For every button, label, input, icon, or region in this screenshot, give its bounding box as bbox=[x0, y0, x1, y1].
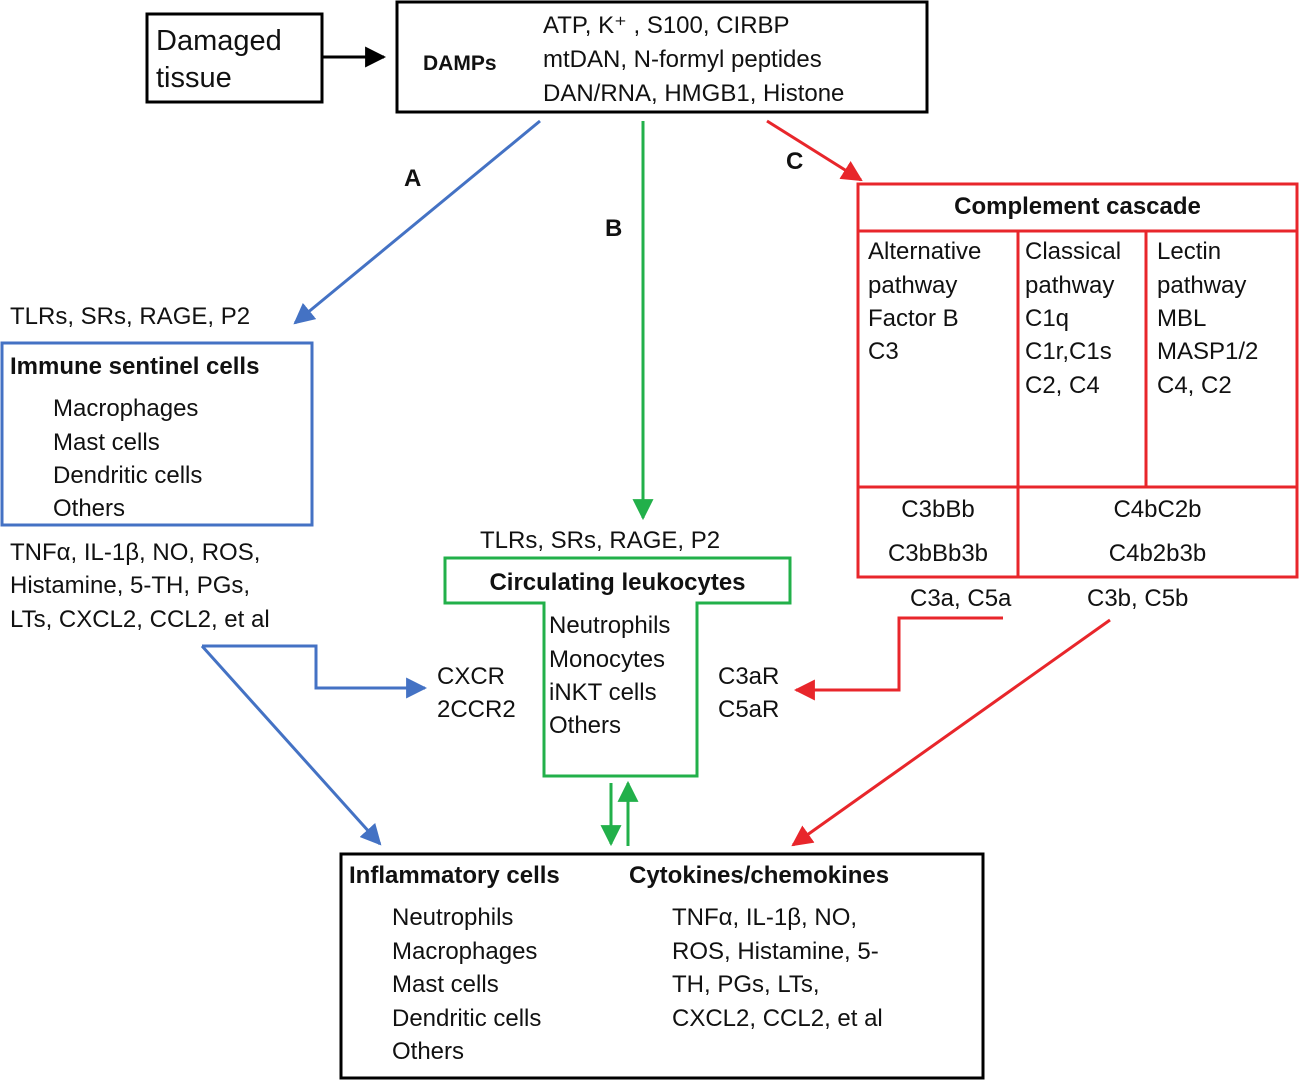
arrow-anaphylatoxins-to-receptors bbox=[793, 616, 1003, 701]
inflammatory-cell: Neutrophils bbox=[392, 904, 514, 931]
chemokine-receptor: 2CCR2 bbox=[437, 696, 516, 723]
leukocyte-box-title: Circulating leukocytes bbox=[489, 569, 746, 596]
path-label-b: B bbox=[605, 215, 623, 242]
lectin-pathway-line: Lectin bbox=[1157, 238, 1222, 265]
cytokine-line: CXCL2, CCL2, et al bbox=[672, 1005, 883, 1032]
classical-pathway-line: C1r,C1s bbox=[1025, 338, 1112, 365]
damaged-tissue-line-2: tissue bbox=[156, 62, 232, 94]
damps-item: mtDAN, N-formyl peptides bbox=[543, 46, 822, 73]
classical-pathway-line: C2, C4 bbox=[1025, 372, 1100, 399]
sentinel-cell: Macrophages bbox=[53, 395, 199, 422]
arrow-opsonins-to-cytokines bbox=[791, 618, 1111, 847]
classical-pathway-line: C1q bbox=[1025, 305, 1070, 332]
path-label-c: C bbox=[786, 148, 804, 175]
receptors-a: TLRs, SRs, RAGE, P2 bbox=[10, 303, 251, 330]
sentinel-cell: Mast cells bbox=[53, 429, 160, 456]
alternative-convertase: C3bBb3b bbox=[887, 540, 989, 567]
lectin-pathway-line: pathway bbox=[1157, 272, 1247, 299]
inflammatory-cell: Dendritic cells bbox=[392, 1005, 542, 1032]
mediators-a-line: Histamine, 5-TH, PGs, bbox=[10, 572, 251, 599]
mediators-a-line: LTs, CXCL2, CCL2, et al bbox=[10, 606, 270, 633]
damps-item: DAN/RNA, HMGB1, Histone bbox=[543, 80, 845, 107]
arrow-path-c bbox=[766, 119, 863, 182]
complement-receptor: C3aR bbox=[718, 663, 780, 690]
arrow-mediators-to-inflammatory-cells bbox=[200, 644, 382, 846]
leukocyte-item: Others bbox=[549, 712, 622, 739]
leukocyte-item: Monocytes bbox=[549, 646, 666, 673]
inflammatory-outcome-box bbox=[339, 852, 985, 1080]
complement-cascade-box bbox=[856, 182, 1299, 579]
sentinel-cell: Others bbox=[53, 495, 126, 522]
immune-sentinel-box bbox=[0, 341, 314, 527]
opsonins-label: C3b, C5b bbox=[1087, 585, 1189, 612]
lectin-pathway-line: MBL bbox=[1157, 305, 1207, 332]
inflammatory-cells-title: Inflammatory cells bbox=[349, 862, 560, 889]
leukocyte-item: Neutrophils bbox=[549, 612, 671, 639]
arrow-mediators-to-chemokine-receptors bbox=[202, 644, 428, 699]
damps-title: DAMPs bbox=[423, 52, 497, 75]
damps-item: ATP, K⁺ , S100, CIRBP bbox=[543, 12, 790, 39]
cytokines-title: Cytokines/chemokines bbox=[629, 862, 890, 889]
inflammatory-cell: Others bbox=[392, 1038, 465, 1065]
circulating-leukocytes-box bbox=[443, 556, 792, 778]
arrow-path-a bbox=[293, 119, 541, 325]
alternative-pathway-line: Factor B bbox=[868, 305, 959, 332]
cytokine-line: TH, PGs, LTs, bbox=[672, 971, 820, 998]
classical-lectin-convertase: C4b2b3b bbox=[1108, 540, 1207, 567]
sentinel-box-title: Immune sentinel cells bbox=[10, 353, 260, 380]
damaged-tissue-line-1: Damaged bbox=[156, 25, 282, 57]
complement-receptor: C5aR bbox=[718, 696, 780, 723]
anaphylatoxins-label: C3a, C5a bbox=[910, 585, 1012, 612]
inflammatory-cell: Mast cells bbox=[392, 971, 499, 998]
receptors-b: TLRs, SRs, RAGE, P2 bbox=[480, 527, 721, 554]
mediators-a-line: TNFα, IL-1β, NO, ROS, bbox=[10, 539, 261, 566]
chemokine-receptor: CXCR bbox=[437, 663, 506, 690]
alternative-pathway-line: C3 bbox=[868, 338, 899, 365]
alternative-pathway-line: Alternative bbox=[868, 238, 982, 265]
complement-box-title: Complement cascade bbox=[954, 193, 1201, 220]
path-label-a: A bbox=[404, 165, 422, 192]
classical-pathway-line: Classical bbox=[1025, 238, 1122, 265]
lectin-pathway-line: C4, C2 bbox=[1157, 372, 1232, 399]
damps-box bbox=[395, 0, 929, 114]
classical-pathway-line: pathway bbox=[1025, 272, 1115, 299]
alternative-pathway-line: pathway bbox=[868, 272, 958, 299]
lectin-pathway-line: MASP1/2 bbox=[1157, 338, 1259, 365]
inflammatory-cell: Macrophages bbox=[392, 938, 538, 965]
classical-lectin-convertase: C4bC2b bbox=[1113, 496, 1202, 523]
alternative-convertase: C3bBb bbox=[901, 496, 975, 523]
leukocyte-item: iNKT cells bbox=[549, 679, 657, 706]
cytokine-line: ROS, Histamine, 5- bbox=[672, 938, 879, 965]
cytokine-line: TNFα, IL-1β, NO, bbox=[672, 904, 858, 931]
sentinel-cell: Dendritic cells bbox=[53, 462, 203, 489]
